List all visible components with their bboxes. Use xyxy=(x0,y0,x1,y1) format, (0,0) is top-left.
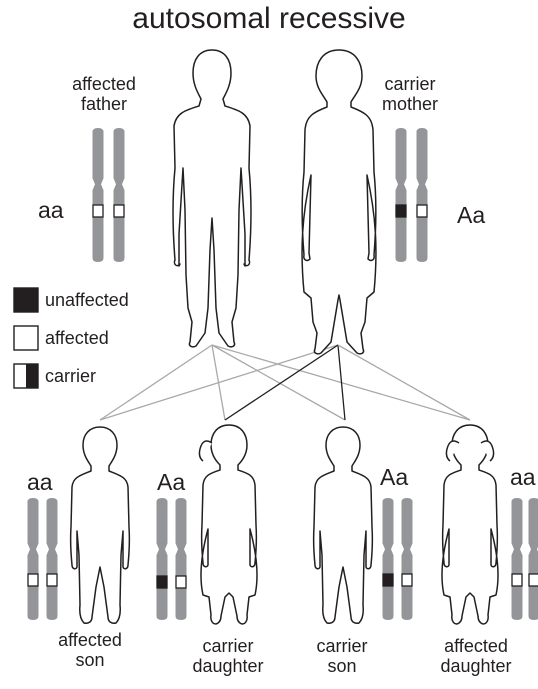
daughter-1-caption-line-2: daughter xyxy=(168,656,288,676)
recessive-allele-marker xyxy=(417,205,427,217)
father-caption-line-2: father xyxy=(44,94,164,114)
daughter-2-caption: affected daughter xyxy=(416,636,536,676)
son-1-chromosome xyxy=(28,498,39,620)
inheritance-line xyxy=(338,345,470,420)
recessive-allele-marker xyxy=(512,574,522,586)
legend-unaffected-label: unaffected xyxy=(45,290,129,310)
diagram-title: autosomal recessive xyxy=(0,2,538,36)
father-caption: affected father xyxy=(44,74,164,114)
father-caption-line-1: affected xyxy=(44,74,164,94)
father-chromosome xyxy=(93,128,104,262)
son-1-chromosome xyxy=(47,498,58,620)
dominant-allele-marker xyxy=(383,574,393,586)
daughter-2-caption-line-1: affected xyxy=(416,636,536,656)
father-genotype: aa xyxy=(38,198,64,224)
mother-genotype: Aa xyxy=(457,203,485,229)
mother-caption: carrier mother xyxy=(350,74,470,114)
recessive-allele-marker xyxy=(114,205,124,217)
recessive-allele-marker xyxy=(47,574,57,586)
daughter-2-genotype: aa xyxy=(510,465,538,491)
son-2-genotype: Aa xyxy=(380,465,408,491)
son-2-chromosome xyxy=(402,498,413,620)
mother-chromosome xyxy=(417,128,428,262)
mother-caption-line-1: carrier xyxy=(350,74,470,94)
recessive-allele-marker xyxy=(176,576,186,588)
recessive-allele-marker xyxy=(529,574,538,586)
daughter-2-caption-line-2: daughter xyxy=(416,656,536,676)
inheritance-line xyxy=(100,345,212,420)
son-2-figure xyxy=(314,427,373,623)
daughter-1-figure xyxy=(201,425,257,624)
legend-unaffected-swatch xyxy=(14,288,38,312)
mother-chromosome xyxy=(396,128,407,262)
son-1-caption-line-2: son xyxy=(30,650,150,670)
daughter-1-caption-line-1: carrier xyxy=(168,636,288,656)
daughter-2-chromosome xyxy=(529,498,538,620)
daughter-2-chromosome xyxy=(512,498,523,620)
inheritance-lines xyxy=(100,345,470,420)
inheritance-line xyxy=(225,345,338,420)
legend-affected-label: affected xyxy=(45,328,109,348)
recessive-allele-marker xyxy=(93,205,103,217)
figures xyxy=(71,50,498,624)
daughter-1-chromosome xyxy=(176,498,187,620)
son-1-figure xyxy=(71,427,130,623)
father-figure xyxy=(173,50,251,347)
father-chromosome xyxy=(114,128,125,262)
inheritance-line xyxy=(100,345,338,420)
legend-swatches xyxy=(14,288,38,388)
dominant-allele-marker xyxy=(396,205,406,217)
son-2-caption-line-2: son xyxy=(282,656,402,676)
recessive-allele-marker xyxy=(28,574,38,586)
dominant-allele-marker xyxy=(157,576,167,588)
mother-caption-line-2: mother xyxy=(350,94,470,114)
legend-affected-swatch xyxy=(14,326,38,350)
son-2-caption-line-1: carrier xyxy=(282,636,402,656)
daughter-1-caption: carrier daughter xyxy=(168,636,288,676)
inheritance-line xyxy=(212,345,345,420)
son-1-genotype: aa xyxy=(27,470,53,496)
daughter-1-pigtail-left xyxy=(199,441,212,461)
son-1-caption-line-1: affected xyxy=(30,630,150,650)
daughter-1-genotype: Aa xyxy=(157,470,185,496)
recessive-allele-marker xyxy=(402,574,412,586)
legend-carrier-label: carrier xyxy=(45,366,96,386)
son-2-chromosome xyxy=(383,498,394,620)
son-1-caption: affected son xyxy=(30,630,150,670)
legend-carrier-swatch xyxy=(14,364,38,388)
son-2-caption: carrier son xyxy=(282,636,402,676)
daughter-1-chromosome xyxy=(157,498,168,620)
